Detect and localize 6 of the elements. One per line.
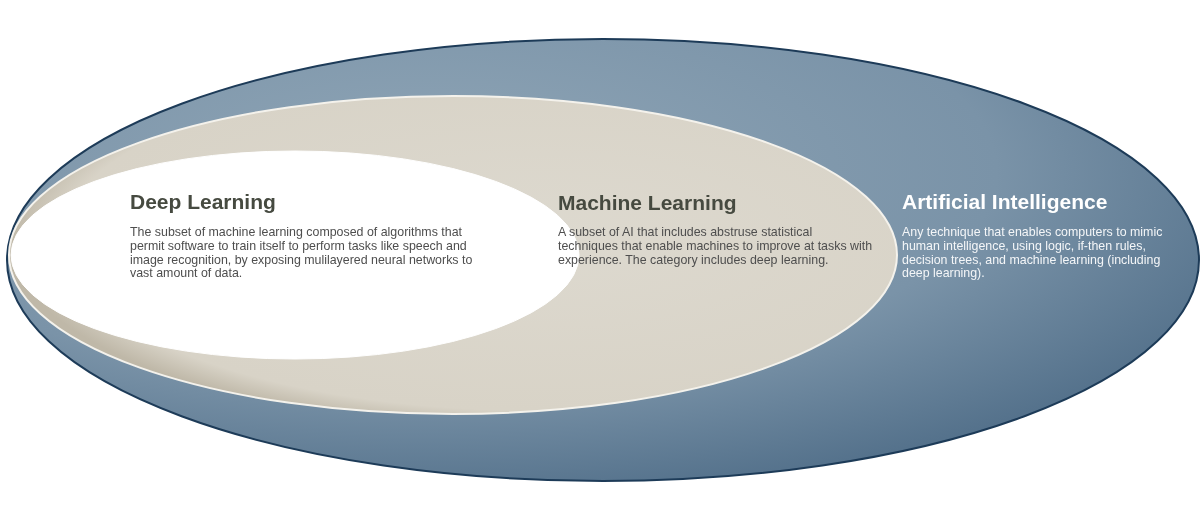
heading: Artificial Intelligence [902, 190, 1108, 214]
description-text: A subset of AI that includes abstruse statistical techniques that enable machines to improve at tasks with experience. The category includes deep learning. [558, 226, 873, 268]
description-text: Any technique that enables computers to mimic human intelligence, using logic, if-then rules, decision trees, and machine learning (including deep learning). [902, 226, 1164, 282]
heading: Machine Learning [558, 191, 737, 215]
description-text: The subset of machine learning composed of algorithms that permit software to train itself to perform tasks like speech and image recognition, by exposing mulilayered neural networks to vast amount of data. [130, 226, 474, 282]
heading: Deep Learning [130, 190, 276, 214]
